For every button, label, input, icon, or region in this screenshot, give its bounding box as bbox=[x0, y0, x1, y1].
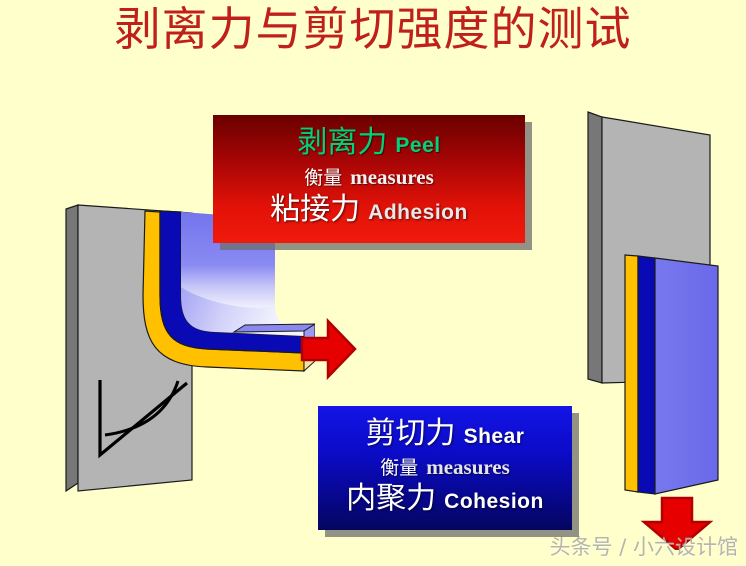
peel-line-3: 粘接力 Adhesion bbox=[213, 194, 525, 226]
angle-marker-arc bbox=[104, 380, 180, 437]
watermark-text: 头条号 / 小六设计馆 bbox=[549, 535, 738, 559]
substrate-edge bbox=[65, 204, 79, 493]
tape-backing-layer bbox=[637, 255, 656, 495]
peel-callout: 剥离力 Peel 衡量 measures 粘接力 Adhesion bbox=[213, 115, 525, 243]
shear-line-1-en: Shear bbox=[463, 425, 525, 448]
peel-direction-arrow bbox=[300, 318, 357, 380]
angle-marker-lines bbox=[98, 380, 189, 459]
shear-line-3-en: Cohesion bbox=[444, 490, 544, 514]
shear-line-2-en: measures bbox=[426, 454, 510, 479]
shear-test-diagram bbox=[587, 111, 719, 550]
adhesive-layer bbox=[624, 254, 639, 493]
arrow-shape bbox=[300, 318, 357, 380]
peel-line-1-en: Peel bbox=[395, 134, 441, 157]
shear-line-3-cn: 内聚力 bbox=[346, 481, 437, 517]
peel-line-1-cn: 剥离力 bbox=[297, 125, 388, 160]
page-title: 剥离力与剪切强度的测试 bbox=[114, 4, 632, 55]
tape-end-top-face bbox=[232, 323, 315, 333]
shear-direction-arrow bbox=[640, 496, 714, 550]
shear-line-2-cn: 衡量 bbox=[380, 456, 419, 479]
substrate-edge bbox=[587, 111, 603, 384]
shear-line-1: 剪切力 Shear bbox=[318, 418, 572, 450]
peel-line-2-cn: 衡量 bbox=[304, 166, 343, 189]
peel-line-2-en: measures bbox=[350, 164, 434, 189]
peel-line-3-en: Adhesion bbox=[368, 201, 468, 225]
shear-line-3: 内聚力 Cohesion bbox=[318, 483, 572, 515]
shear-line-1-cn: 剪切力 bbox=[365, 416, 456, 451]
shear-line-2: 衡量 measures bbox=[318, 454, 572, 479]
peel-line-3-cn: 粘接力 bbox=[270, 192, 361, 228]
peel-line-1: 剥离力 Peel bbox=[213, 127, 525, 159]
shear-callout: 剪切力 Shear 衡量 measures 内聚力 Cohesion bbox=[318, 406, 572, 530]
peel-line-2: 衡量 measures bbox=[213, 164, 525, 189]
tape-face bbox=[654, 257, 719, 495]
